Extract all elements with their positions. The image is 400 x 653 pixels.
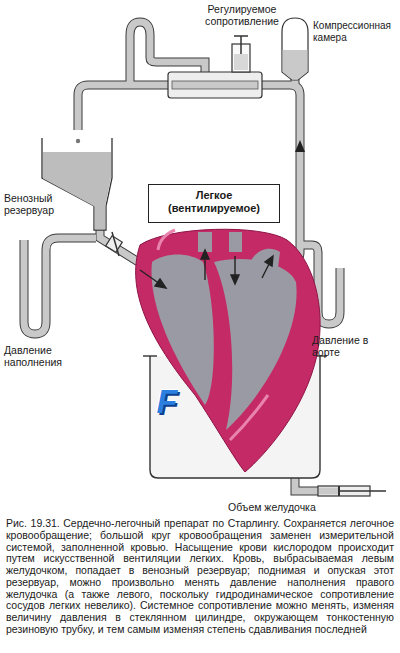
- part-label: Давление в аорте: [312, 334, 396, 358]
- figure-caption: Рис. 19.31. Сердечно-легочный препарат п…: [6, 518, 394, 636]
- part-label: Давление наполнения: [4, 344, 90, 368]
- lung-box: Легкое (вентилируемое): [148, 184, 280, 223]
- part-label: Венозный резервуар: [4, 192, 68, 216]
- part-label: Компрессионная камера: [313, 20, 397, 43]
- part-label: Объем желудочка: [228, 501, 368, 513]
- node-text: Легкое (вентилируемое): [155, 189, 273, 215]
- part-label: Регулируемое сопротивление: [182, 3, 302, 27]
- logo-watermark: F: [152, 384, 182, 418]
